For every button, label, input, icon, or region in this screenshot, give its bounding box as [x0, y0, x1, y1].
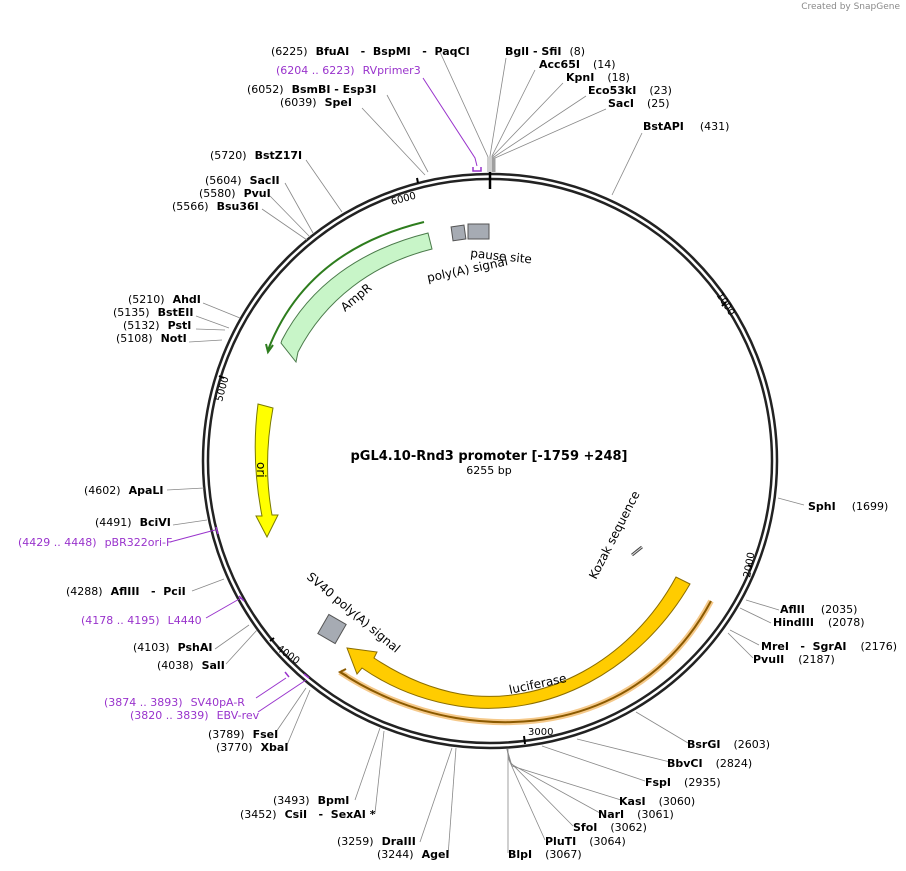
- tick-5000: 5000: [214, 375, 231, 402]
- enzyme-3452: (3452)CsiI - SexAI *: [240, 808, 376, 821]
- enzyme-6225: (6225)BfuAI - BspMI - PaqCI: [271, 45, 470, 58]
- enzyme-3770: (3770)XbaI: [216, 741, 288, 754]
- tick-1000: 1000: [714, 291, 737, 318]
- luciferase-feature: [346, 576, 691, 709]
- enzyme-5720: (5720)BstZ17I: [210, 149, 302, 162]
- primer-marks: [215, 167, 482, 679]
- enzyme-2603: BsrGI(2603): [687, 738, 770, 751]
- enzyme-3064: PluTI(3064): [545, 835, 626, 848]
- enzyme-labels: (6225)BfuAI - BspMI - PaqCI BglI - SfiI(…: [66, 45, 897, 861]
- enzyme-14: Acc65I(14): [539, 58, 616, 71]
- enzyme-4491: (4491)BciVI: [95, 516, 171, 529]
- backbone: [201, 172, 779, 750]
- enzyme-3259: (3259)DraIII: [337, 835, 416, 848]
- plasmid-length: 6255 bp: [466, 464, 511, 477]
- enzyme-8: BglI - SfiI(8): [505, 45, 585, 58]
- ampr-feature: [280, 232, 433, 364]
- enzyme-25: SacI(25): [608, 97, 670, 110]
- pause-site-label: pause site: [470, 246, 533, 266]
- ori-label: ori: [254, 462, 268, 478]
- enzyme-5132: (5132)PstI: [123, 319, 191, 332]
- enzyme-3061: NarI(3061): [598, 808, 674, 821]
- primer-leaders: [169, 77, 478, 713]
- enzyme-2824: BbvCI(2824): [667, 757, 752, 770]
- ori-feature: [254, 403, 279, 539]
- enzyme-4038: (4038)SalI: [157, 659, 225, 672]
- enzyme-23: Eco53kI(23): [588, 84, 672, 97]
- kozak-label: Kozak sequence: [586, 489, 642, 582]
- primer-l4440: (4178 .. 4195)L4440: [81, 614, 202, 627]
- primer-ebv-rev: (3820 .. 3839)EBV-rev: [130, 709, 260, 722]
- enzyme-1699: SphI(1699): [808, 500, 888, 513]
- enzyme-18: KpnI(18): [566, 71, 630, 84]
- enzyme-5210: (5210)AhdI: [128, 293, 201, 306]
- primer-rvprimer3: (6204 .. 6223)RVprimer3: [276, 64, 421, 77]
- enzyme-6052: (6052)BsmBI - Esp3I: [247, 83, 376, 96]
- tick-2000: 2000: [742, 552, 757, 579]
- enzyme-6039: (6039)SpeI: [280, 96, 352, 109]
- enzyme-3060: KasI(3060): [619, 795, 695, 808]
- enzyme-5108: (5108)NotI: [116, 332, 187, 345]
- enzyme-2035: AflII(2035): [780, 603, 857, 616]
- enzyme-3062: SfoI(3062): [573, 821, 647, 834]
- pause-site-feature: [467, 223, 490, 240]
- enzyme-3493: (3493)BpmI: [273, 794, 349, 807]
- tick-6000: 6000: [390, 191, 417, 208]
- ampr-orf: [267, 221, 425, 351]
- tick-3000: 3000: [528, 727, 553, 738]
- enzyme-leaders: [166, 51, 805, 857]
- primer-pbr322ori-f: (4429 .. 4448)pBR322ori-F: [18, 536, 172, 549]
- enzyme-5135: (5135)BstEII: [113, 306, 193, 319]
- enzyme-2935: FspI(2935): [645, 776, 721, 789]
- enzyme-3067: BlpI(3067): [508, 848, 582, 861]
- primer-labels: (6204 .. 6223)RVprimer3 (4429 .. 4448)pB…: [18, 64, 421, 722]
- enzyme-2078: HindIII(2078): [773, 616, 865, 629]
- enzyme-3244: (3244)AgeI: [377, 848, 450, 861]
- plasmid-title: pGL4.10-Rnd3 promoter [-1759 +248]: [351, 449, 628, 464]
- enzyme-2176: MreI - SgrAI(2176): [761, 640, 897, 653]
- watermark: Created by SnapGene: [801, 2, 900, 12]
- sv40-polya-label: SV40 poly(A) signal: [304, 570, 403, 656]
- primer-sv40pa-r: (3874 .. 3893)SV40pA-R: [104, 696, 245, 709]
- enzyme-2187: PvuII(2187): [753, 653, 835, 666]
- enzyme-5580: (5580)PvuI: [199, 187, 271, 200]
- enzyme-5566: (5566)Bsu36I: [172, 200, 259, 213]
- sv40-polya-feature: [317, 613, 347, 645]
- enzyme-4602: (4602)ApaLI: [84, 484, 164, 497]
- polya-feature: [450, 224, 467, 242]
- enzyme-3789: (3789)FseI: [208, 728, 278, 741]
- enzyme-5604: (5604)SacII: [205, 174, 280, 187]
- enzyme-4288: (4288)AflIII - PciI: [66, 585, 186, 598]
- enzyme-431: BstAPI(431): [643, 120, 729, 133]
- enzyme-4103: (4103)PshAI: [133, 641, 212, 654]
